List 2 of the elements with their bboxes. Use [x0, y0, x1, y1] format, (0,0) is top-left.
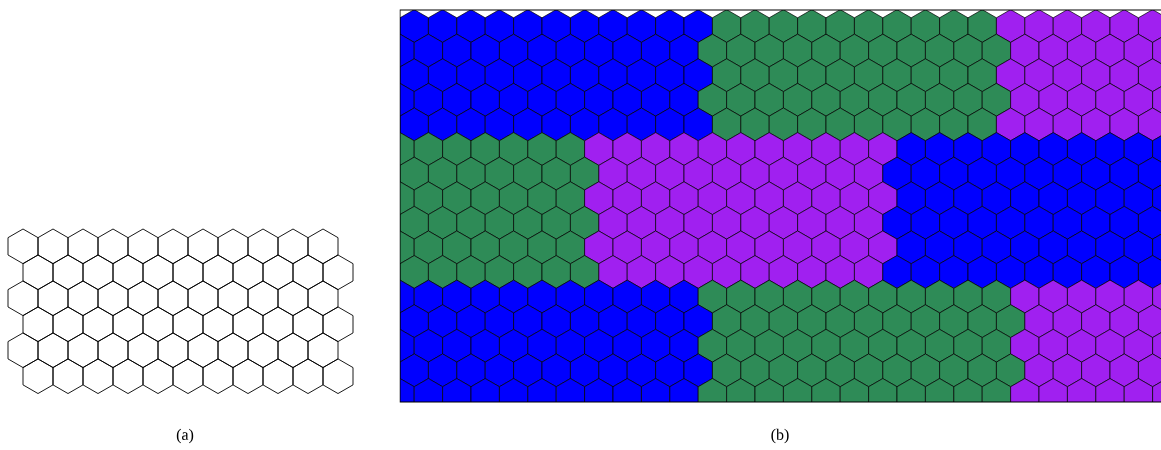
panel-label: (a)	[176, 428, 194, 444]
panel-label: (b)	[771, 428, 789, 444]
